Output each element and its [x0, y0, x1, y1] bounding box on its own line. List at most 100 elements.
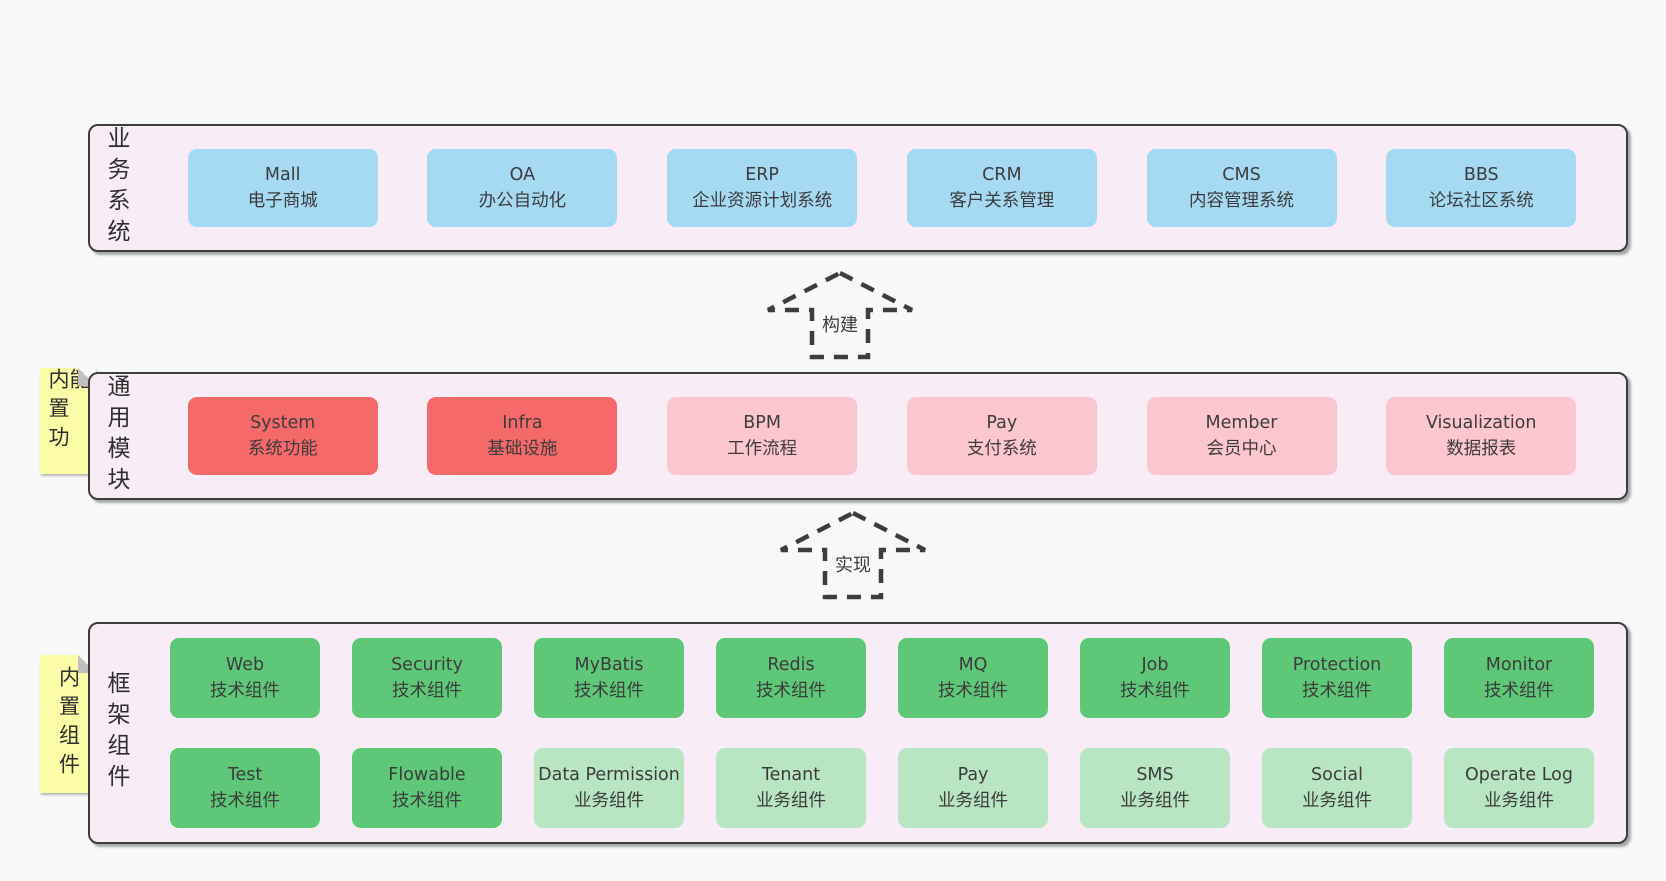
box-title: BPM — [743, 413, 781, 433]
build-arrow: 构建 — [765, 270, 915, 360]
box-subtitle: 论坛社区系统 — [1428, 191, 1534, 211]
box-title: Member — [1205, 413, 1278, 433]
box-subtitle: 内容管理系统 — [1189, 191, 1295, 211]
box-title: Tenant — [761, 765, 821, 785]
implement-arrow: 实现 — [778, 510, 928, 600]
box-subtitle: 数据报表 — [1446, 439, 1517, 459]
box-subtitle: 技术组件 — [392, 681, 462, 701]
box-member: Member 会员中心 — [1146, 397, 1337, 475]
box-oa: OA 办公自动化 — [427, 149, 618, 227]
box-tenant: Tenant 业务组件 — [716, 748, 866, 828]
box-subtitle: 企业资源计划系统 — [692, 191, 833, 211]
box-subtitle: 系统功能 — [247, 439, 318, 459]
arrow-label: 构建 — [819, 315, 861, 338]
box-title: Redis — [767, 655, 815, 675]
box-title: SMS — [1136, 765, 1174, 785]
box-title: System — [250, 413, 316, 433]
box-bbs: BBS 论坛社区系统 — [1386, 149, 1577, 227]
box-title: ERP — [745, 165, 779, 185]
box-subtitle: 技术组件 — [574, 681, 644, 701]
box-title: Protection — [1292, 655, 1382, 675]
box-mybatis: MyBatis 技术组件 — [534, 638, 684, 718]
sticky-note-builtin-components: 内置组件 — [40, 655, 96, 793]
box-pay: Pay 支付系统 — [906, 397, 1097, 475]
box-title: CMS — [1222, 165, 1261, 185]
box-test: Test 技术组件 — [170, 748, 320, 828]
box-system: System 系统功能 — [187, 397, 378, 475]
box-social: Social 业务组件 — [1262, 748, 1412, 828]
box-title: Data Permission — [538, 765, 680, 785]
box-subtitle: 技术组件 — [392, 791, 462, 811]
sticky-note-text: 内置组件 — [56, 666, 81, 782]
box-protection: Protection 技术组件 — [1262, 638, 1412, 718]
box-subtitle: 业务组件 — [1302, 791, 1372, 811]
box-title: Monitor — [1485, 655, 1553, 675]
box-operate-log: Operate Log 业务组件 — [1444, 748, 1594, 828]
box-subtitle: 基础设施 — [487, 439, 558, 459]
box-subtitle: 业务组件 — [938, 791, 1008, 811]
sticky-note-text: 内置功能 — [46, 368, 91, 455]
box-subtitle: 技术组件 — [210, 681, 280, 701]
box-subtitle: 业务组件 — [574, 791, 644, 811]
box-data-permission: Data Permission 业务组件 — [534, 748, 684, 828]
box-subtitle: 支付系统 — [966, 439, 1037, 459]
box-title: CRM — [982, 165, 1022, 185]
box-subtitle: 技术组件 — [1484, 681, 1554, 701]
box-crm: CRM 客户关系管理 — [906, 149, 1097, 227]
box-web: Web 技术组件 — [170, 638, 320, 718]
box-subtitle: 技术组件 — [1302, 681, 1372, 701]
box-subtitle: 客户关系管理 — [949, 191, 1055, 211]
box-subtitle: 业务组件 — [756, 791, 826, 811]
dashed-up-arrow-icon — [766, 270, 914, 360]
arrow-label: 实现 — [832, 555, 874, 578]
box-subtitle: 会员中心 — [1206, 439, 1277, 459]
box-subtitle: 业务组件 — [1484, 791, 1554, 811]
box-sms: SMS 业务组件 — [1080, 748, 1230, 828]
box-title: BBS — [1463, 165, 1499, 185]
box-cms: CMS 内容管理系统 — [1146, 149, 1337, 227]
box-pay: Pay 业务组件 — [898, 748, 1048, 828]
box-title: OA — [509, 165, 536, 185]
box-subtitle: 业务组件 — [1120, 791, 1190, 811]
box-title: Web — [225, 655, 265, 675]
sticky-note-builtin-features: 内置功能 — [40, 368, 96, 474]
box-subtitle: 电子商城 — [247, 191, 318, 211]
box-title: Pay — [986, 413, 1018, 433]
band-label: 框架组件 — [103, 671, 129, 795]
box-subtitle: 技术组件 — [938, 681, 1008, 701]
box-erp: ERP 企业资源计划系统 — [667, 149, 858, 227]
box-subtitle: 技术组件 — [1120, 681, 1190, 701]
box-subtitle: 技术组件 — [210, 791, 280, 811]
box-title: Social — [1311, 765, 1363, 785]
box-job: Job 技术组件 — [1080, 638, 1230, 718]
box-infra: Infra 基础设施 — [427, 397, 618, 475]
box-title: Pay — [957, 765, 989, 785]
band-label: 通用模块 — [103, 374, 129, 498]
box-title: Job — [1141, 655, 1169, 675]
box-subtitle: 办公自动化 — [478, 191, 567, 211]
box-title: Operate Log — [1464, 765, 1574, 785]
box-title: Infra — [502, 413, 543, 433]
box-title: Test — [227, 765, 263, 785]
dashed-up-arrow-icon — [779, 510, 927, 600]
band-label: 业务系统 — [103, 126, 129, 250]
box-title: MyBatis — [574, 655, 644, 675]
